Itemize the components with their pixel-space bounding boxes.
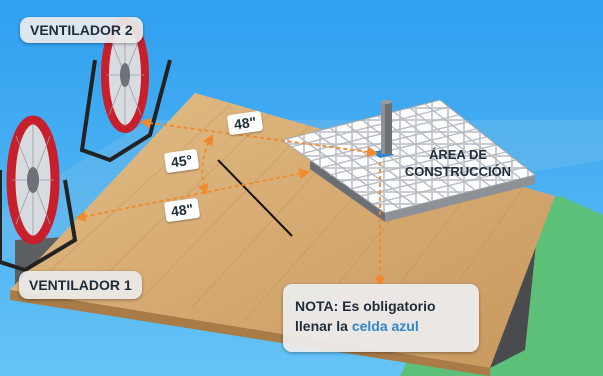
build-rod bbox=[381, 102, 392, 154]
fan-1 bbox=[0, 114, 78, 273]
fan-2-label: VENTILADOR 2 bbox=[20, 17, 143, 43]
measurement-arrows bbox=[74, 117, 386, 288]
note-box: NOTA: Es obligatorio llenar la celda azu… bbox=[283, 284, 479, 352]
angle-arc bbox=[198, 134, 214, 196]
build-plate-front bbox=[385, 175, 535, 222]
build-rod-top bbox=[381, 100, 392, 104]
note-line-2: llenar la celda azul bbox=[295, 316, 477, 336]
arrow-bottom bbox=[74, 168, 311, 222]
fan-2 bbox=[79, 15, 172, 163]
build-area-line-2: CONSTRUCCIÓN bbox=[404, 164, 512, 179]
fan-1-label: VENTILADOR 1 bbox=[19, 271, 142, 299]
build-plate-side bbox=[310, 160, 385, 222]
table-edge bbox=[10, 290, 490, 376]
note-line-1: NOTA: Es obligatorio bbox=[295, 298, 436, 314]
build-area-label: ÁREA DE CONSTRUCCIÓN bbox=[394, 146, 522, 180]
arrow-top bbox=[139, 117, 379, 158]
note-highlight-blue-cell: celda azul bbox=[351, 318, 419, 334]
build-area-line-1: ÁREA DE bbox=[428, 147, 488, 162]
build-rod-highlight bbox=[381, 102, 385, 154]
note-line-2-prefix: llenar la bbox=[295, 318, 352, 334]
